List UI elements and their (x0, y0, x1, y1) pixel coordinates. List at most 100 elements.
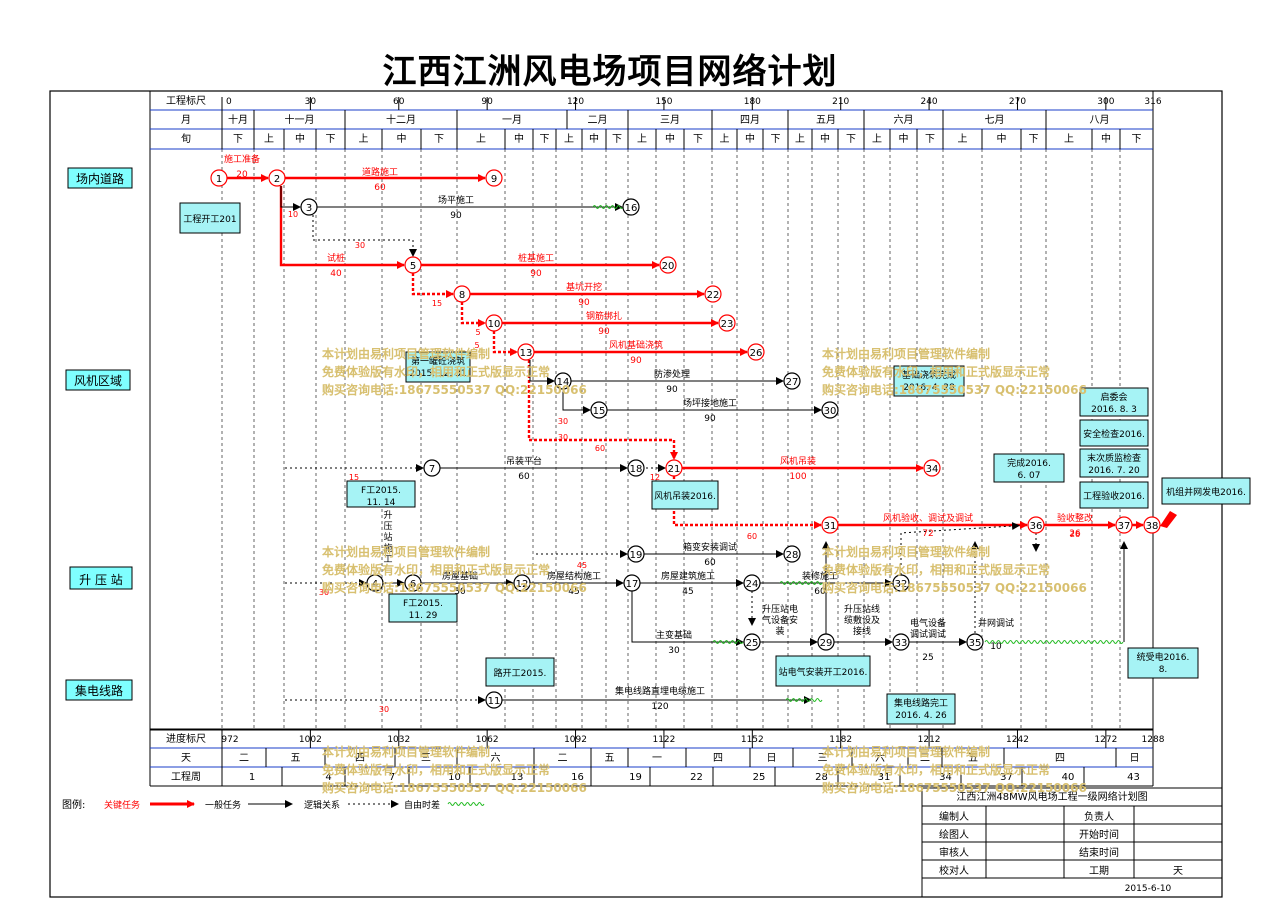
watermark-text: 免费体验版有水印，相用和正式版显示正常 (822, 562, 1050, 577)
month-label-cell: 四月 (740, 114, 760, 126)
day-cell: 五 (291, 753, 301, 764)
event-node (300, 198, 318, 216)
week-cell: 13 (511, 772, 524, 783)
task-name: 调试调试 (910, 628, 946, 640)
event-node (404, 256, 422, 274)
page-title: 江西江洲风电场项目网络计划 (382, 52, 838, 92)
task-name: 电气设备 (910, 617, 946, 629)
event-node-label: 33 (895, 638, 908, 649)
event-node (627, 459, 645, 477)
event-node (423, 459, 441, 477)
progress-tick-label: 1122 (652, 735, 675, 745)
scale-label: 工程标尺 (166, 95, 206, 107)
task-duration: 30 (454, 587, 466, 597)
xun-label-cell: 下 (1029, 134, 1039, 145)
event-node-label: 20 (662, 261, 675, 272)
month-label-cell: 八月 (1090, 114, 1110, 126)
milestone-date: 2015. 12. 31 (409, 369, 466, 379)
milestone-text: 末次质监检查 (1087, 452, 1141, 464)
free-float-wave (712, 640, 744, 644)
task-name: 风机吊装 (780, 455, 816, 467)
month-label-cell: 七月 (985, 114, 1005, 126)
week-cell: 10 (448, 772, 461, 783)
milestone-date: 11. 29 (409, 611, 438, 621)
scale-tick-label: 90 (481, 97, 493, 107)
edges (219, 174, 1144, 704)
month-label-cell: 三月 (660, 114, 680, 126)
event-node (513, 574, 531, 592)
free-float-number: 30 (319, 588, 329, 597)
milestone-note (485, 657, 555, 687)
xun-label-cell: 下 (326, 134, 336, 145)
xun-label-cell: 下 (771, 134, 781, 145)
event-node-label: 31 (824, 521, 837, 532)
milestone-text: 安全检查2016. (1083, 428, 1145, 440)
event-node-label: 1 (216, 174, 222, 185)
xun-label-cell: 中 (820, 132, 830, 145)
scale-tick-label: 210 (832, 97, 849, 107)
event-node-label: 6 (410, 579, 416, 590)
week-cell: 22 (690, 772, 703, 783)
event-node (1115, 516, 1133, 534)
event-node (665, 459, 683, 477)
milestone-text: 机组并网发电2016. (1166, 486, 1246, 498)
week-cell: 1 (249, 772, 255, 783)
legend-critical: 关键任务 (104, 799, 140, 811)
event-node-label: 32 (895, 579, 908, 590)
task-duration: 90 (598, 327, 610, 337)
month-label: 月 (181, 114, 191, 126)
milestone-text: 第一罐砼浇筑 (411, 355, 465, 367)
event-node-label: 27 (786, 377, 799, 388)
info-cell: 校对人 (939, 864, 969, 877)
event-node (821, 401, 839, 419)
week-cell: 31 (878, 772, 891, 783)
progress-tick-label: 1242 (1006, 735, 1029, 745)
progress-tick-label: 1062 (476, 735, 499, 745)
scale-tick-label: 180 (744, 97, 761, 107)
task-name: 升压站线 (844, 603, 880, 615)
week-cell: 7 (389, 772, 395, 783)
free-float-number: 30 (558, 433, 568, 442)
free-float-number: 5 (474, 341, 479, 350)
xun-label-cell: 上 (359, 133, 369, 145)
event-node-label: 19 (630, 550, 643, 561)
event-node-label: 34 (926, 464, 939, 475)
watermark-text: 购买咨询电话:18675550537 QQ:22150066 (822, 780, 1087, 795)
row-label-box (65, 369, 131, 391)
milestone-date: 8. (1159, 665, 1168, 675)
task-edge (280, 186, 301, 211)
event-node (485, 314, 503, 332)
task-name: 验收整改 (1057, 512, 1093, 524)
milestone-text: 工程验收2016. (1083, 490, 1145, 502)
week-cell: 34 (939, 772, 952, 783)
xun-label-cell: 下 (612, 134, 622, 145)
day-cell: 四 (713, 753, 723, 764)
milestone-text: 基础浇筑完成 (902, 369, 956, 381)
watermark-text: 本计划由易利项目管理软件编制 (322, 346, 490, 361)
month-label-cell: 六月 (894, 114, 914, 126)
event-node-label: 3 (306, 203, 312, 214)
task-duration: 90 (666, 385, 678, 395)
task-name: 风机验收、调试及调试 (883, 512, 973, 524)
watermark-text: 本计划由易利项目管理软件编制 (322, 744, 490, 759)
task-duration: 60 (814, 587, 826, 597)
event-node (659, 256, 677, 274)
legend-label: 图例: (62, 798, 85, 811)
xun-label-cell: 上 (872, 133, 882, 145)
milestone-date: 6. 07 (1018, 471, 1041, 481)
milestone-text: 统受电2016. (1137, 651, 1190, 663)
info-date: 2015-6-10 (1125, 884, 1172, 894)
event-node-label: 2 (274, 174, 280, 185)
task-duration: 90 (450, 211, 462, 221)
day-cell: 六 (491, 752, 501, 764)
watermark-text: 购买咨询电话:18675550537 QQ:22150066 (322, 780, 587, 795)
milestone-text: F工2015. (403, 599, 443, 609)
month-label-cell: 十一月 (285, 113, 315, 126)
milestone-text: F工2015. (361, 486, 401, 496)
free-float-number: 5 (475, 328, 480, 337)
week-cell: 28 (815, 772, 828, 783)
xun-label-cell: 中 (745, 132, 755, 145)
watermark-text: 免费体验版有水印，相用和正式版显示正常 (322, 562, 550, 577)
free-float-wave (779, 581, 823, 585)
milestone-note (893, 365, 965, 397)
